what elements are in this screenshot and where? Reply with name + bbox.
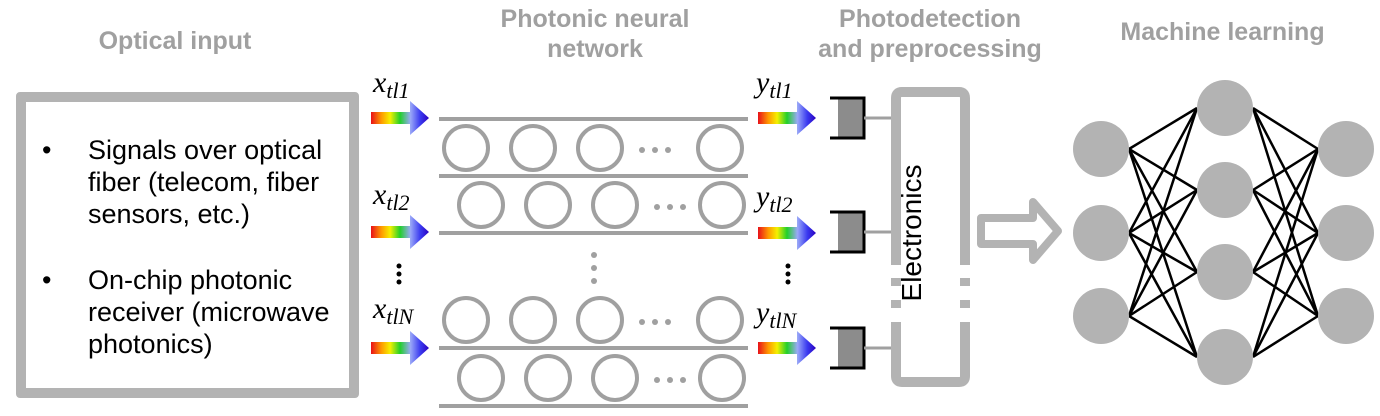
nn-edge bbox=[1251, 148, 1320, 358]
output-label-yN: ytlN bbox=[756, 296, 797, 334]
output-arrow bbox=[758, 101, 816, 135]
nn-edge bbox=[1127, 189, 1199, 317]
heading-photodetection: Photodetection and preprocessing bbox=[780, 4, 1080, 64]
photodetector-icon bbox=[830, 210, 893, 254]
heading-line: Photonic neural bbox=[500, 5, 690, 33]
vertical-ellipsis-icon bbox=[591, 252, 597, 284]
nn-node bbox=[1197, 162, 1253, 218]
microring bbox=[698, 354, 746, 402]
nn-node bbox=[1318, 121, 1374, 177]
microring bbox=[509, 296, 557, 344]
horizontal-ellipsis-dot bbox=[652, 319, 658, 325]
output-label-y2: ytl2 bbox=[756, 180, 793, 218]
nn-edge bbox=[1251, 148, 1320, 273]
waveguides bbox=[439, 117, 748, 408]
nn-node bbox=[1073, 288, 1129, 344]
horizontal-ellipsis-dot bbox=[654, 204, 660, 210]
nn-connections bbox=[1127, 106, 1320, 359]
horizontal-ellipsis-dot bbox=[639, 147, 645, 153]
heading-optical-input: Optical input bbox=[98, 27, 252, 55]
nn-node bbox=[1073, 205, 1129, 261]
horizontal-ellipsis-dot bbox=[654, 377, 660, 383]
output-label-y1: ytl1 bbox=[756, 66, 793, 104]
nn-edge bbox=[1252, 147, 1319, 192]
microring bbox=[591, 354, 639, 402]
vertical-ellipsis-icon bbox=[785, 263, 791, 285]
bullet-text: Signals over optical fiber (telecom, fib… bbox=[88, 135, 323, 229]
optical-input-box: • Signals over optical fiber (telecom, f… bbox=[16, 92, 359, 398]
microring bbox=[509, 124, 557, 172]
output-arrow bbox=[758, 331, 816, 365]
microring bbox=[698, 181, 746, 229]
input-label-x1: xtl1 bbox=[373, 66, 410, 104]
microring bbox=[576, 124, 624, 172]
horizontal-ellipsis-dot bbox=[667, 377, 673, 383]
nn-node bbox=[1318, 288, 1374, 344]
output-arrow bbox=[758, 216, 816, 250]
bullet-marker: • bbox=[42, 265, 52, 295]
horizontal-ellipsis-dot bbox=[652, 147, 658, 153]
input-arrow bbox=[371, 101, 429, 135]
hollow-arrow-icon bbox=[977, 198, 1062, 264]
photodetector-icon bbox=[830, 326, 893, 370]
microring bbox=[442, 296, 490, 344]
horizontal-ellipsis-dot bbox=[680, 204, 686, 210]
vertical-ellipsis-icon bbox=[396, 263, 402, 285]
microring bbox=[696, 124, 744, 172]
nn-edge bbox=[1128, 106, 1198, 151]
heading-line: Photodetection bbox=[839, 5, 1021, 33]
bullet-text: On-chip photonic receiver (microwave pho… bbox=[88, 265, 330, 359]
microring bbox=[457, 354, 505, 402]
input-label-x2: xtl2 bbox=[373, 178, 410, 216]
microring bbox=[591, 181, 639, 229]
nn-edge bbox=[1128, 270, 1198, 318]
horizontal-ellipsis-dot bbox=[680, 377, 686, 383]
input-arrow bbox=[371, 215, 429, 249]
microring-array bbox=[442, 124, 746, 402]
nn-node bbox=[1318, 205, 1374, 261]
microring bbox=[524, 181, 572, 229]
nn-edge bbox=[1128, 314, 1198, 359]
heading-line: network bbox=[547, 35, 643, 63]
nn-node bbox=[1073, 121, 1129, 177]
nn-edge bbox=[1251, 232, 1320, 358]
microring bbox=[442, 124, 490, 172]
input-label-xN: xtlN bbox=[373, 292, 414, 330]
microring bbox=[576, 296, 624, 344]
heading-line: and preprocessing bbox=[818, 35, 1042, 63]
heading-machine-learning: Machine learning bbox=[1120, 18, 1325, 46]
nn-nodes bbox=[1073, 80, 1374, 385]
horizontal-ellipsis-dot bbox=[665, 319, 671, 325]
horizontal-ellipsis-dot bbox=[665, 147, 671, 153]
bullet-marker: • bbox=[42, 135, 52, 165]
horizontal-ellipsis-dot bbox=[667, 204, 673, 210]
nn-node bbox=[1197, 244, 1253, 300]
heading-photonic-neural-network: Photonic neural network bbox=[460, 4, 730, 64]
nn-node bbox=[1197, 80, 1253, 136]
nn-edge bbox=[1252, 314, 1319, 359]
nn-edge bbox=[1252, 106, 1319, 151]
photodetector-icon bbox=[830, 96, 893, 140]
input-arrow bbox=[371, 331, 429, 365]
nn-edge bbox=[1127, 107, 1199, 317]
microring bbox=[457, 181, 505, 229]
microring bbox=[524, 354, 572, 402]
electronics-box bbox=[891, 87, 970, 387]
nn-edge bbox=[1127, 107, 1199, 234]
nn-node bbox=[1197, 329, 1253, 385]
microring bbox=[696, 296, 744, 344]
horizontal-ellipsis-dot bbox=[639, 319, 645, 325]
